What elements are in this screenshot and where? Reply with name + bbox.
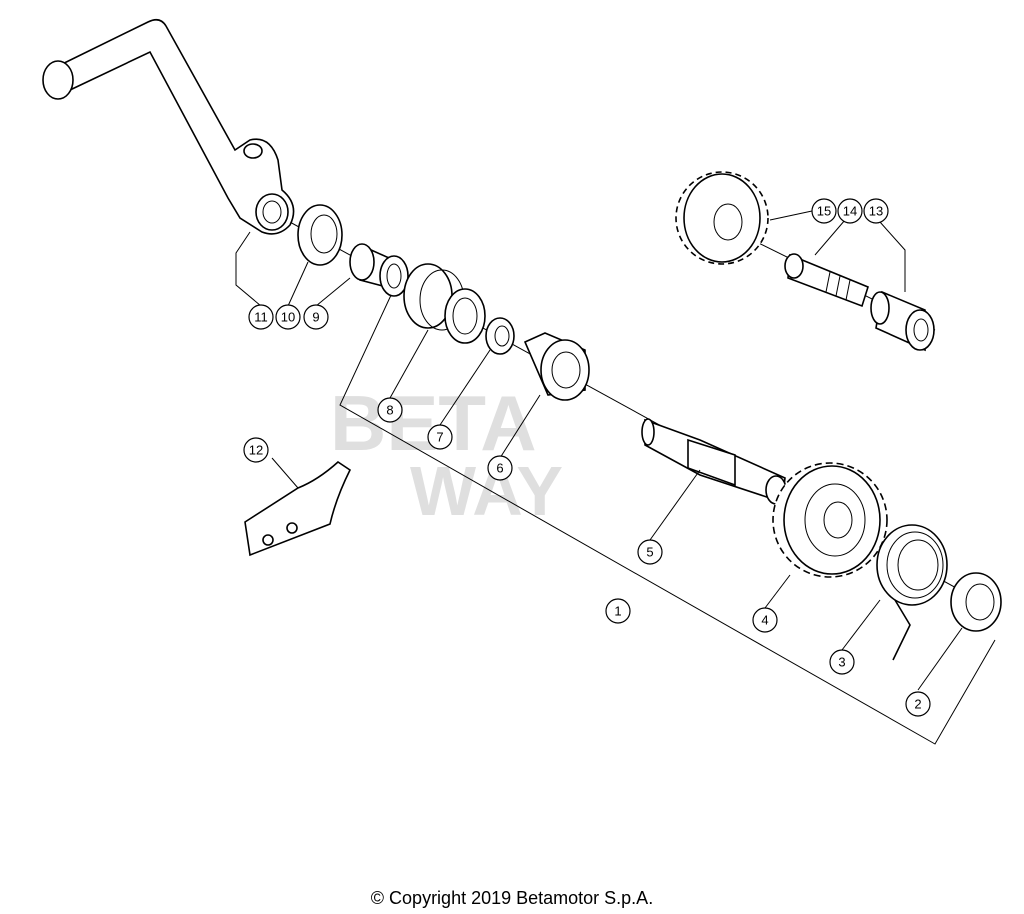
kick-lever	[42, 18, 295, 235]
callout-7: 7	[427, 424, 453, 450]
svg-text:10: 10	[281, 310, 295, 325]
svg-text:4: 4	[761, 613, 768, 628]
callout-14: 14	[837, 198, 863, 224]
callout-2: 2	[905, 691, 931, 717]
svg-text:13: 13	[869, 204, 883, 219]
idler-bush	[870, 290, 935, 352]
svg-text:2: 2	[914, 697, 921, 712]
return-spring	[876, 524, 948, 661]
callout-1: 1	[605, 598, 631, 624]
callout-13: 13	[863, 198, 889, 224]
callout-4: 4	[752, 607, 778, 633]
svg-text:7: 7	[436, 430, 443, 445]
group-bracket-1	[339, 292, 996, 745]
watermark-beta: BETA	[330, 379, 537, 467]
ratchet	[523, 332, 590, 401]
callout-10: 10	[275, 304, 301, 330]
kick-shaft	[641, 418, 787, 505]
callout-11: 11	[248, 304, 274, 330]
callout-9: 9	[303, 304, 329, 330]
svg-text:9: 9	[312, 310, 319, 325]
callout-15: 15	[811, 198, 837, 224]
svg-text:5: 5	[646, 545, 653, 560]
svg-text:11: 11	[254, 310, 268, 325]
washer-2	[950, 572, 1002, 632]
svg-text:14: 14	[843, 204, 857, 219]
idler-shaft	[784, 253, 869, 308]
spring-8	[403, 263, 486, 344]
svg-text:12: 12	[249, 443, 263, 458]
ratchet-guide	[244, 460, 352, 557]
idler-gear	[675, 171, 769, 265]
callout-8: 8	[377, 397, 403, 423]
kick-gear	[772, 462, 888, 578]
svg-text:6: 6	[496, 461, 503, 476]
svg-text:1: 1	[614, 604, 621, 619]
oil-seal	[297, 204, 343, 266]
callout-5: 5	[637, 539, 663, 565]
callout-12: 12	[243, 437, 269, 463]
svg-text:8: 8	[386, 403, 393, 418]
svg-text:15: 15	[817, 204, 831, 219]
callout-3: 3	[829, 649, 855, 675]
bush	[349, 243, 409, 297]
washer-7	[485, 317, 515, 355]
svg-text:3: 3	[838, 655, 845, 670]
watermark-way: WAY	[410, 452, 563, 530]
callout-6: 6	[487, 455, 513, 481]
copyright-text: © Copyright 2019 Betamotor S.p.A.	[370, 888, 654, 908]
